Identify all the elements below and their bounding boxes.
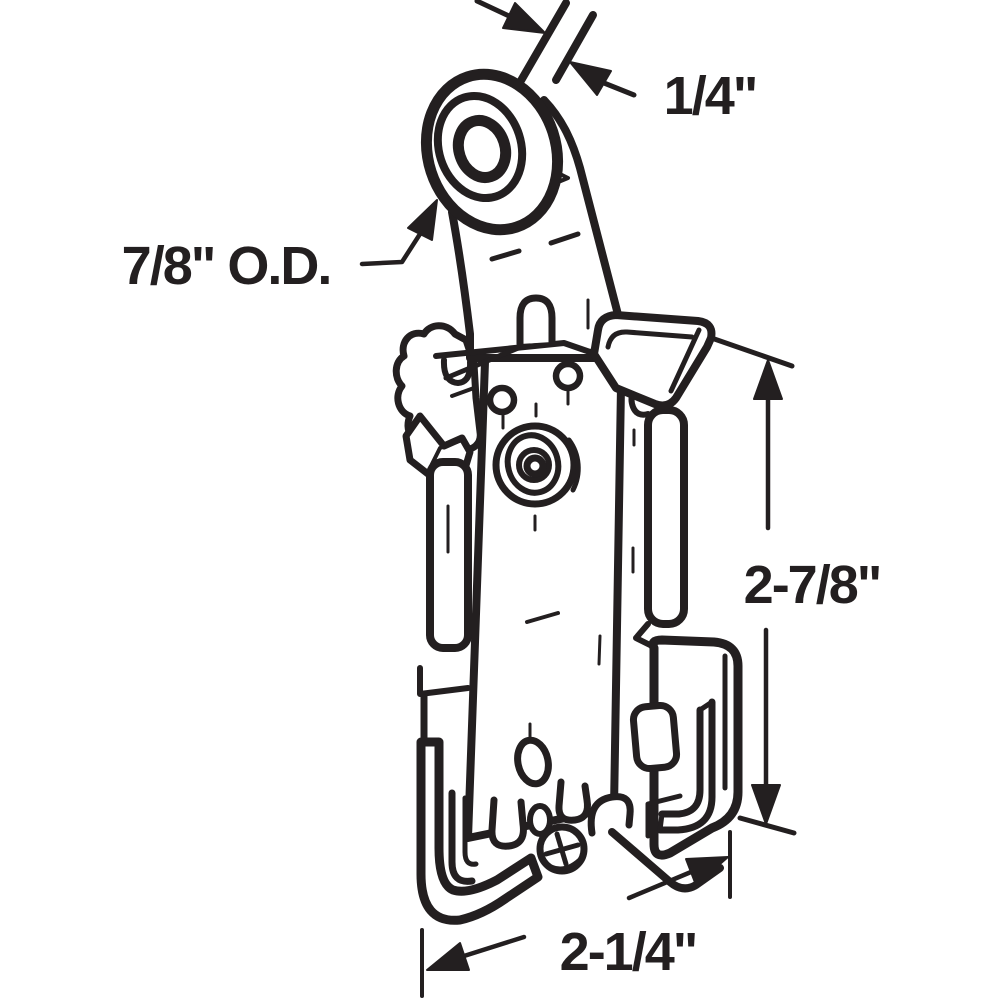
width-dimension [420,830,732,998]
screw-hole [486,384,518,416]
bracket-width-label: 2-1/4" [559,922,699,982]
right-flange [628,378,688,649]
hook-slot [629,701,681,773]
screw-hole [552,360,584,392]
bottom-left-hook [416,737,543,925]
pivot-rivet [492,402,581,532]
od-leader-arrow [359,199,438,267]
bottom-hooks [488,778,634,850]
shaft-thickness-label: 1/4" [663,66,759,126]
left-flange [417,458,472,749]
height-extension-top [697,331,795,369]
lower-right-hook-plate [608,635,743,893]
roller-wheel [420,68,564,236]
shaft-dimension-arrows [474,0,637,98]
top-right-hook-tab [590,311,716,410]
height-dimension [737,359,797,836]
axle-shaft-icon [515,0,597,88]
bracket-height-label: 2-7/8" [743,555,883,615]
small-left-hook [448,789,479,885]
bracket-plate-details [433,294,621,788]
roller-od-label: 7/8" O.D. [121,236,333,296]
spring-clip [392,322,484,486]
oval-hole [514,736,552,788]
mounting-screw [536,823,588,875]
arch-tab [516,294,556,348]
